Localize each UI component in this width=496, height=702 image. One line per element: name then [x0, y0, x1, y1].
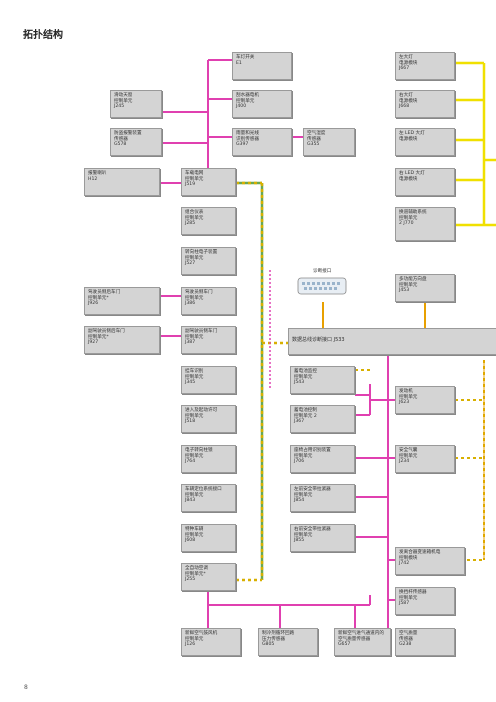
module-left-led: 左 LED 大灯 电源模块	[395, 128, 455, 156]
module-j668: 右大灯 电源模块 J668	[395, 90, 455, 118]
module-j543: 蓄电池监控 控制单元 J543	[290, 366, 355, 394]
can-bus-lines	[236, 181, 485, 582]
module-j608: 特种车辆 控制单元 J608	[181, 524, 236, 552]
module-j527: 转向柱电子装置 控制单元 J527	[181, 247, 236, 275]
module-j126: 新鲜空气鼓风机 控制单元 J126	[181, 628, 241, 656]
module-j706: 座椅占用识别装置 控制单元 J706	[290, 445, 355, 473]
module-j453: 多功能方向盘 控制单元 J453	[395, 274, 455, 302]
module-j623: 发动机 控制单元 J623	[395, 386, 455, 414]
module-g355: 空气湿度 传感器 G355	[303, 128, 355, 156]
module-e1: 车灯开关 E1	[232, 52, 292, 80]
diagnostic-interface-label: 诊断接口	[313, 269, 332, 274]
module-j587: 换挡杆传感器 控制单元 J587	[395, 587, 455, 615]
module-j770: 换道辅助系统 控制单元 2 J770	[395, 207, 455, 241]
gateway-j533: 数据总线诊断接口 J533	[288, 328, 496, 355]
module-j234: 安全气囊 控制单元 J234	[395, 445, 455, 473]
module-j345: 挂车识别 控制单元 J345	[181, 366, 236, 394]
module-j667: 左大灯 电源模块 J667	[395, 52, 455, 80]
module-g578: 防盗报警装置 传感器 G578	[110, 128, 162, 156]
module-j855: 右前安全带拉紧器 控制单元 J855	[290, 524, 355, 552]
module-j926: 驾驶员侧后车门 控制单元* J926	[84, 287, 160, 315]
module-g805: 制冷剂循环回路 压力传感器 G805	[258, 628, 318, 656]
page-number: 8	[24, 684, 28, 691]
module-j245: 滑动天窗 控制单元 J245	[110, 90, 162, 118]
page-title: 拓扑结构	[23, 30, 63, 41]
module-g657: 新鲜空气进气通道内的 空气质量传感器 G657	[334, 628, 391, 656]
module-j387: 副驾驶员侧车门 控制单元 J387	[181, 326, 236, 354]
module-j742: 发离合器变速箱机电 控制模块 J742	[395, 547, 465, 575]
module-j854: 左前安全带拉紧器 控制单元 J854	[290, 484, 355, 512]
module-j285: 组合仪表 控制单元 J285	[181, 207, 236, 235]
module-h12: 报警喇叭 H12	[84, 168, 160, 196]
module-j518: 进入及起动许可 控制单元 J518	[181, 405, 236, 433]
module-j519: 车载电网 控制单元 J519	[181, 168, 236, 196]
module-j367: 蓄电池控制 控制单元 2 J367	[290, 405, 355, 433]
module-j764: 电子转向柱锁 控制单元 J764	[181, 445, 236, 473]
module-j386: 驾驶员侧车门 控制单元 J386	[181, 287, 236, 315]
module-right-led: 右 LED 大灯 电源模块	[395, 168, 455, 196]
lin-bus-lines	[160, 59, 395, 640]
module-g397: 雨量和光线 识别传感器 G397	[232, 128, 292, 156]
module-j255: 全自动空调 控制单元* J255	[181, 563, 236, 591]
lighting-bus-lines	[455, 61, 496, 227]
module-j400: 刮水器电机 控制单元 J400	[232, 90, 292, 118]
module-g238: 空气质量 传感器 G238	[395, 628, 455, 656]
steering-bus-lines	[322, 302, 426, 328]
diagnostic-connector-icon	[297, 277, 347, 295]
module-j927: 副驾驶员侧后车门 控制单元* J927	[84, 326, 160, 354]
module-j843: 车辆定位系统接口 控制单元 J843	[181, 484, 236, 512]
